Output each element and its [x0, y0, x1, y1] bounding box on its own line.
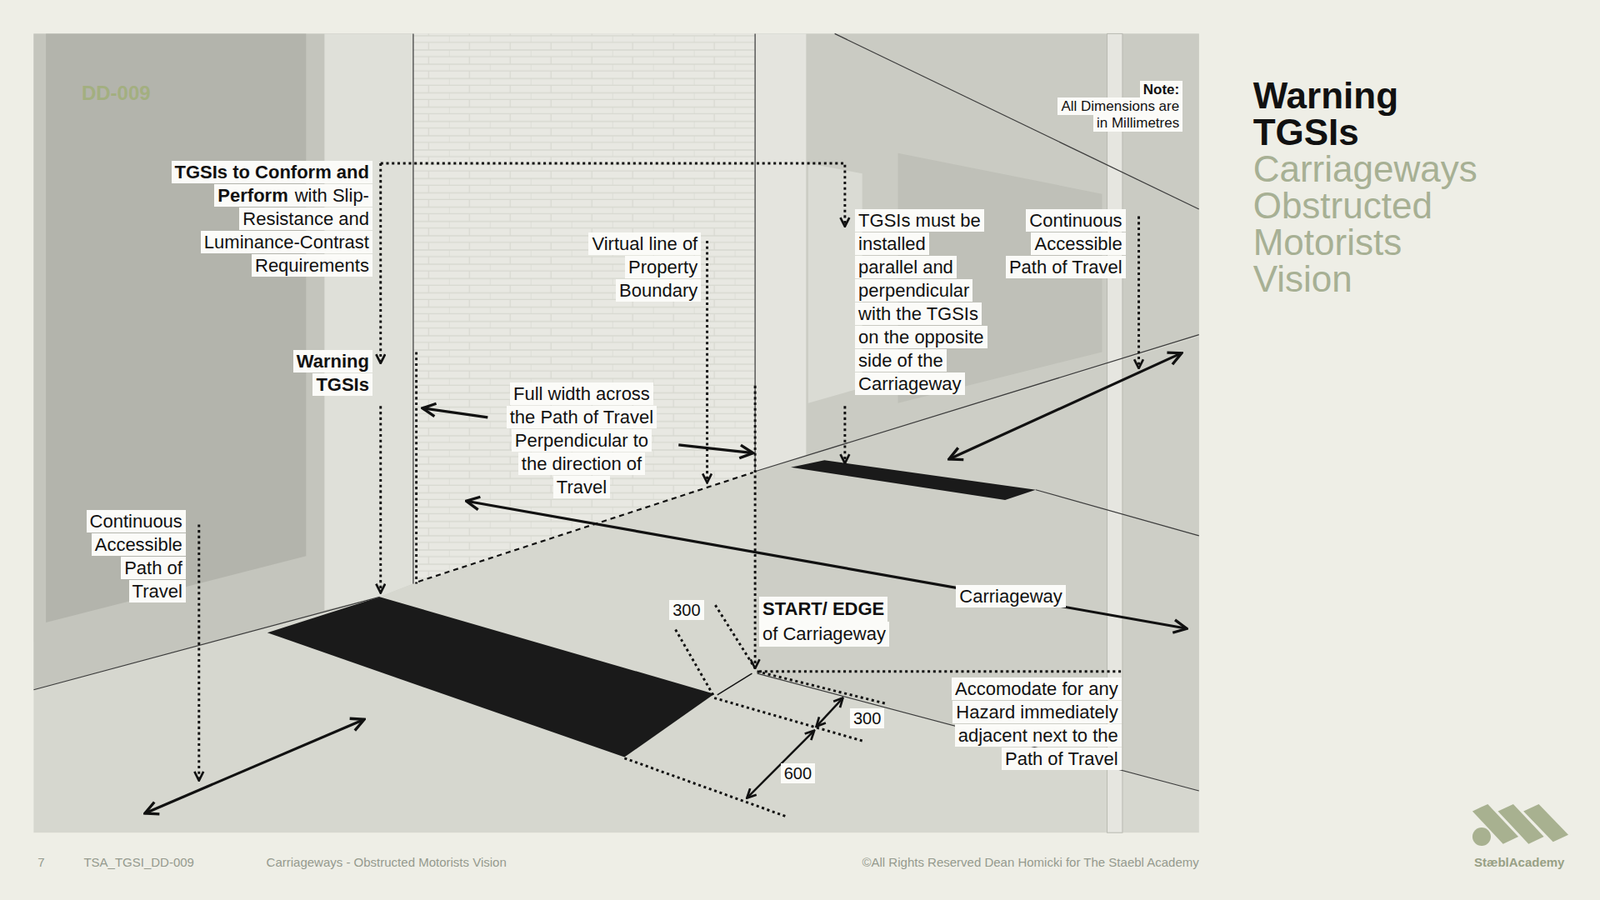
dimension-value: 300 [850, 708, 885, 729]
kerb-line [757, 673, 1200, 791]
dimension-extension [624, 758, 785, 817]
building-line [755, 335, 1200, 472]
dimension-value-group: 600 [780, 763, 815, 784]
callout-label: Warning TGSIs [293, 350, 373, 396]
leader-line [754, 385, 757, 669]
logo-text: StæblAcademy [1474, 855, 1565, 870]
note-text-group: All Dimensions are in Millimetres [1049, 98, 1183, 132]
callout-label-group: Continuous Accessible Path of Travel [994, 209, 1126, 280]
carriageway-arrow [466, 500, 1187, 629]
logo-dot [1472, 827, 1491, 846]
extent-line [415, 351, 418, 584]
footer-code-group: TSA_TGSI_DD-009 [83, 854, 195, 870]
callout-label: Virtual line of Property Boundary [588, 232, 701, 302]
footer-code: TSA_TGSI_DD-009 [83, 855, 195, 870]
callout-label-group: START/ EDGEof Carriageway [759, 596, 890, 647]
awning-line [835, 33, 1200, 210]
leader-line [843, 405, 846, 464]
callout-label-group: Continuous Accessible Path of Travel [73, 510, 186, 604]
page-subtitle: Carriageways Obstructed Motorists Vision [1253, 148, 1478, 300]
callout-label-group: Warning TGSIs [285, 350, 373, 397]
shopfront [33, 33, 414, 690]
width-arrow [422, 408, 488, 418]
leader-line [379, 163, 382, 364]
brick-wall [413, 33, 755, 584]
callout-label: Continuous Accessible Path of Travel [1005, 209, 1126, 279]
leader-line [379, 405, 382, 593]
page-number-group: 7 [37, 854, 45, 870]
callout-label: Accomodate for any Hazard immediately ad… [951, 677, 1122, 770]
callout-label: Carriageway [955, 585, 1066, 608]
dimension-extension [757, 671, 889, 705]
note-heading: Note: [1140, 80, 1183, 99]
callout-label: of Carriageway [759, 621, 890, 647]
path-of-travel-arrow [949, 353, 1182, 460]
warning-tgsi-strip [790, 460, 1036, 500]
dimension-extension [675, 630, 715, 698]
note-heading-group: Note: [1140, 81, 1183, 99]
footer-title-group: Carriageways - Obstructed Motorists Visi… [266, 854, 507, 870]
callout-label-group: TGSIs to Conform and Performwith Slip-Re… [164, 160, 373, 278]
dimension-extension [714, 698, 863, 741]
footer-title: Carriageways - Obstructed Motorists Visi… [266, 855, 507, 870]
logo-text-group: StæblAcademy [1474, 854, 1565, 870]
callout-label-group: Full width across the Path of Travel Per… [498, 382, 665, 500]
leader-line [1137, 216, 1140, 369]
page-title-group: Warning TGSIs [1253, 77, 1504, 151]
leader-line [759, 670, 1123, 673]
note-text: All Dimensions are in Millimetres [1057, 97, 1183, 132]
callout-label-group: Accomodate for any Hazard immediately ad… [921, 677, 1122, 771]
logo-stroke [1523, 804, 1569, 842]
callout-label: Continuous Accessible Path of Travel [86, 510, 186, 603]
drawing-number-group: DD-009 [81, 80, 151, 106]
callout-label-group: Virtual line of Property Boundary [555, 232, 701, 303]
callout-label-group: TGSIs must be installed parallel and per… [855, 209, 989, 396]
callout-label: TGSIs must be installed parallel and per… [855, 209, 987, 395]
wall-edge-line [755, 33, 756, 471]
dimension-arrow [816, 698, 844, 727]
dimension-value-group: 300 [850, 708, 885, 729]
pilaster [324, 33, 414, 610]
page-title: Warning TGSIs [1253, 75, 1399, 153]
dimension-value-group: 300 [669, 600, 704, 620]
copyright: ©All Rights Reserved Dean Homicki for Th… [861, 855, 1199, 870]
shop-window [45, 33, 306, 623]
leader-line [197, 524, 200, 780]
wall-edge-line [412, 33, 414, 584]
building-line [33, 596, 380, 690]
drawing-number: DD-009 [81, 81, 151, 105]
callout-label-group: Carriageway [955, 585, 1066, 609]
path-of-travel-arrow [145, 719, 365, 814]
leader-line [705, 240, 709, 483]
opposite-column [755, 33, 806, 471]
opposite-storefront [755, 33, 1200, 471]
callout-label: START/ EDGE [759, 596, 888, 622]
leader-line [380, 163, 845, 227]
dimension-line [717, 673, 753, 695]
kerb-line [1035, 490, 1200, 536]
page-number: 7 [37, 855, 45, 870]
page-subtitle-group: Carriageways Obstructed Motorists Vision [1253, 150, 1504, 298]
dimension-value: 300 [669, 600, 704, 620]
copyright-group: ©All Rights Reserved Dean Homicki for Th… [861, 854, 1199, 870]
width-arrow [678, 445, 753, 454]
dimension-extension [715, 605, 755, 669]
callout-label: Full width across the Path of Travel Per… [506, 382, 657, 499]
opposite-window [808, 163, 863, 404]
dimension-value: 600 [780, 763, 815, 784]
photo-ground [33, 33, 1199, 833]
dimension-arrow [746, 730, 815, 799]
